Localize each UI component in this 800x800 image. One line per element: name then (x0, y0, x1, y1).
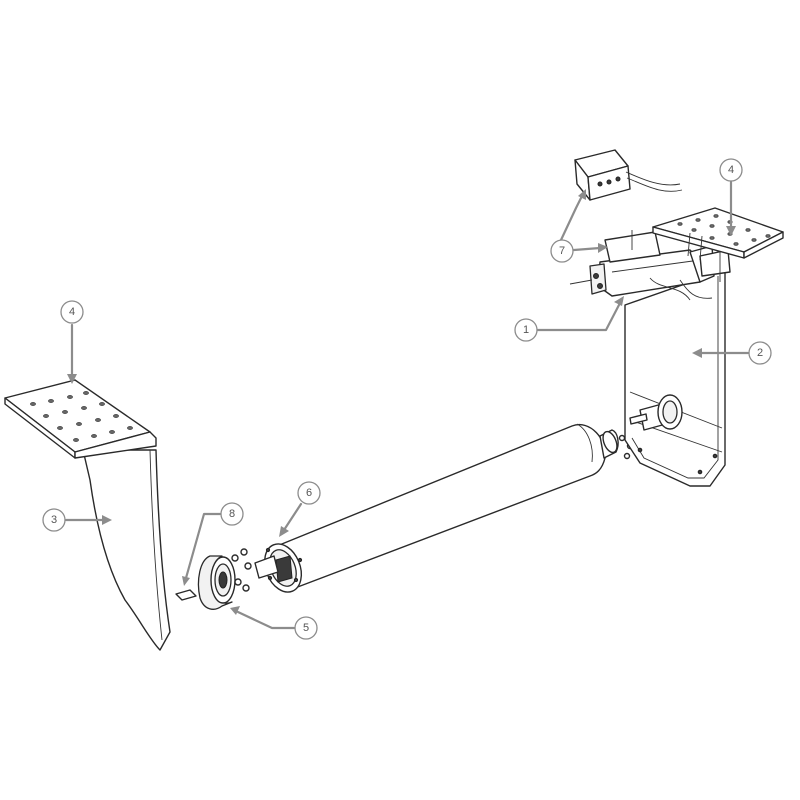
callout-6-label: 6 (306, 487, 312, 499)
key-part (175, 589, 197, 601)
bearing (197, 555, 236, 610)
callout-8: 8 (220, 502, 244, 526)
callout-1-label: 1 (523, 324, 529, 336)
callout-4-right-label: 4 (728, 164, 734, 176)
callout-3: 3 (42, 508, 66, 532)
callout-7-label: 7 (559, 245, 565, 257)
roller-tube (254, 423, 619, 593)
callout-1: 1 (514, 318, 538, 342)
left-mounting-bracket (4, 379, 157, 459)
callout-7: 7 (550, 239, 574, 263)
callout-5-label: 5 (303, 622, 309, 634)
motor-mount-bracket (604, 230, 731, 282)
left-side-plate (82, 449, 171, 651)
callout-2-label: 2 (757, 347, 763, 359)
callout-5: 5 (294, 616, 318, 640)
callout-4-right: 4 (719, 158, 743, 182)
control-box (574, 149, 683, 201)
leader-lines (64, 180, 750, 630)
callout-3-label: 3 (51, 514, 57, 526)
callout-2: 2 (748, 341, 772, 365)
callout-4-left: 4 (60, 300, 84, 324)
callout-6: 6 (297, 481, 321, 505)
right-side-plate (624, 269, 726, 487)
drive-coupling (629, 394, 683, 431)
left-bracket-holes (30, 391, 133, 442)
callout-4-left-label: 4 (69, 306, 75, 318)
callout-8-label: 8 (229, 508, 235, 520)
